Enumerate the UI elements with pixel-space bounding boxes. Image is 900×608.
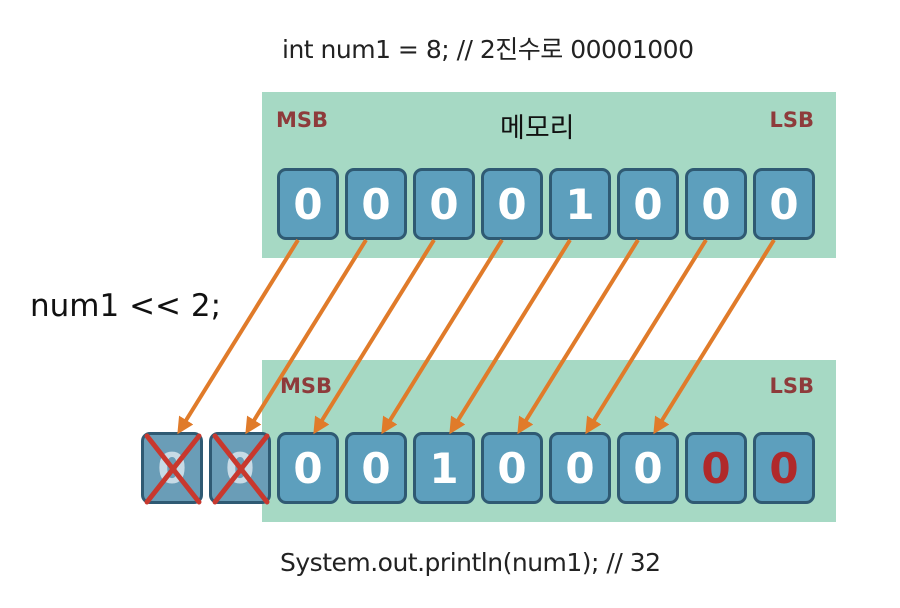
bit-cell: 1	[413, 432, 475, 504]
lsb-label: LSB	[769, 108, 814, 132]
bit-cell: 0	[753, 168, 815, 240]
shift-arrow	[245, 238, 368, 435]
bit-cell: 0	[617, 432, 679, 504]
bit-cell: 1	[549, 168, 611, 240]
bit-cell: 0	[277, 168, 339, 240]
cross-icon	[212, 433, 270, 505]
cross-icon	[144, 433, 202, 505]
bit-cell: 0	[481, 432, 543, 504]
bit-cell: 0	[685, 168, 747, 240]
bit-cell: 0	[345, 432, 407, 504]
msb-label: MSB	[276, 108, 329, 132]
shift-arrow	[653, 238, 776, 435]
shift-expression: num1 << 2;	[30, 288, 222, 324]
bit-cell: 0	[617, 168, 679, 240]
shift-arrow	[313, 238, 436, 435]
shift-arrow	[381, 238, 504, 435]
lsb-label: LSB	[769, 374, 814, 398]
bit-cell: 0	[549, 432, 611, 504]
new-zero-bit-cell: 0	[753, 432, 815, 504]
code-output: System.out.println(num1); // 32	[280, 548, 661, 577]
memory-title: 메모리	[500, 113, 575, 144]
shift-arrow	[449, 238, 572, 435]
bit-cell: 0	[413, 168, 475, 240]
bit-cell: 0	[481, 168, 543, 240]
new-zero-bit-cell: 0	[685, 432, 747, 504]
bit-cell: 0	[277, 432, 339, 504]
bit-cell: 0	[345, 168, 407, 240]
shift-arrow	[517, 238, 640, 435]
code-declaration: int num1 = 8; // 2진수로 00001000	[282, 35, 694, 64]
shift-arrow	[585, 238, 708, 435]
shift-arrow	[177, 238, 300, 435]
msb-label: MSB	[280, 374, 333, 398]
